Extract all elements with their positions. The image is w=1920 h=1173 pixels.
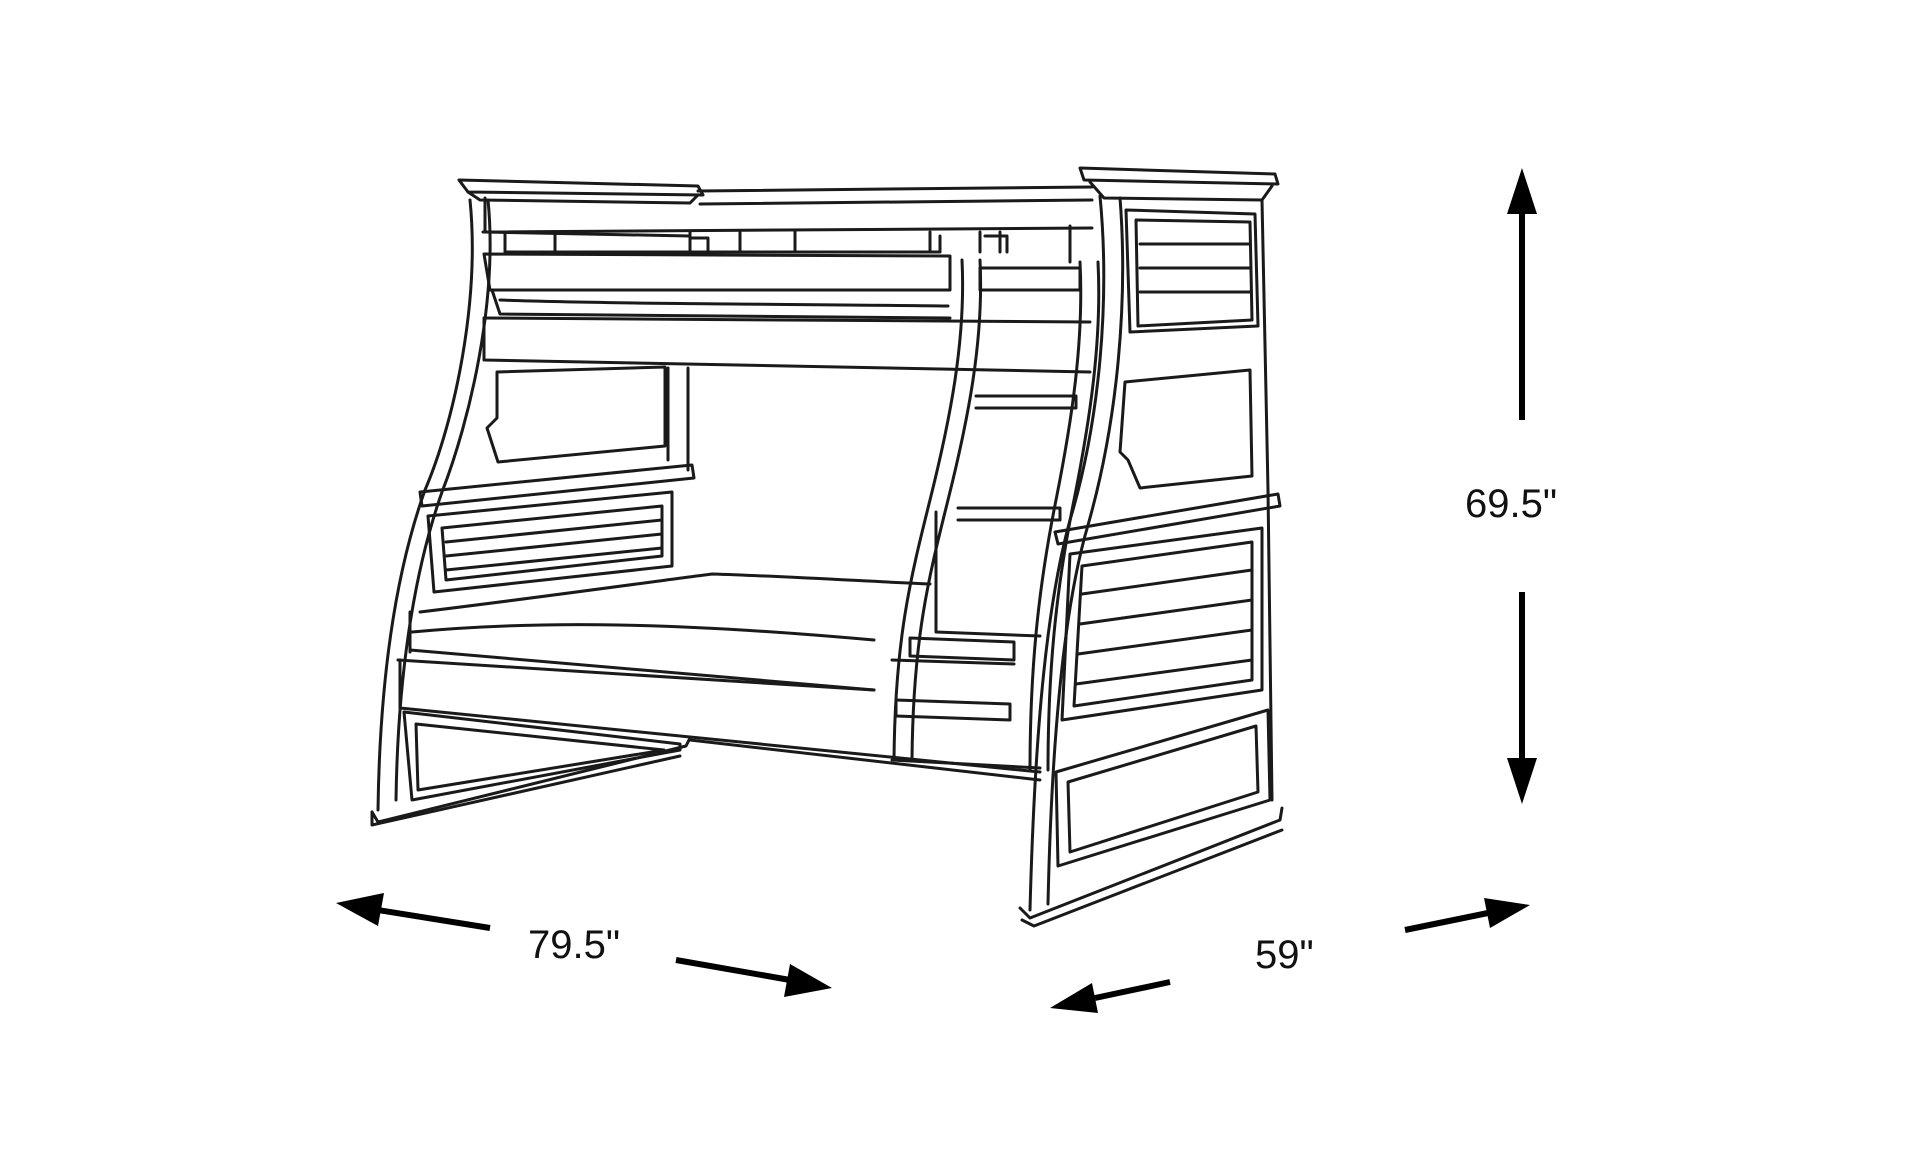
upper-bunk [482,252,1092,374]
dimension-arrows [336,168,1537,1013]
ladder [890,258,1101,772]
left-bottom-panel [402,710,682,802]
height-arrow [1507,168,1537,804]
width-dimension-label: 59" [1255,933,1314,977]
length-dimension-label: 79.5" [528,923,621,967]
length-arrow [336,893,832,997]
height-dimension-label: 69.5" [1465,482,1558,526]
width-arrow [1050,898,1530,1013]
left-end-panel [370,178,705,827]
top-back-rail [481,185,1094,264]
lower-bunk [396,572,1042,782]
right-end-panel [1018,166,1284,928]
bunk-bed-line-art [370,166,1284,928]
